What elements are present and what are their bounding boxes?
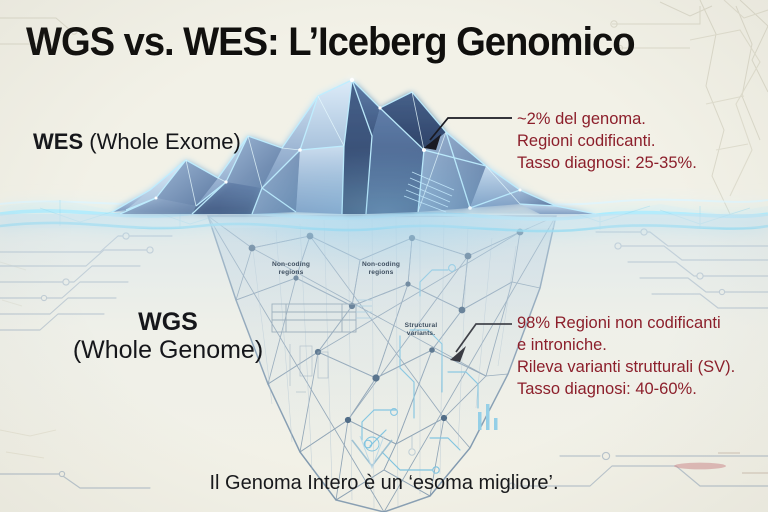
callout-wgs-line-3: Rileva varianti strutturali (SV). xyxy=(517,357,736,376)
callout-wgs-line-2: e introniche. xyxy=(517,335,607,354)
label-noncoding-regions-left: Non-coding regions xyxy=(271,261,311,277)
label-wes-expansion: (Whole Exome) xyxy=(83,129,241,154)
callout-wes: ~2% del genoma. Regioni codificanti. Tas… xyxy=(517,109,697,175)
label-wgs-expansion: (Whole Genome) xyxy=(72,336,264,364)
label-noncoding-regions-right: Non-coding regions xyxy=(361,261,401,277)
callout-wes-line-2: Regioni codificanti. xyxy=(517,131,656,150)
label-wes-abbrev: WES xyxy=(33,129,84,154)
label-wgs-abbrev: WGS xyxy=(138,308,198,336)
callout-wgs-line-4: Tasso diagnosi: 40-60%. xyxy=(517,379,697,398)
callout-leader-top xyxy=(424,117,512,150)
callout-wgs-line-1: 98% Regioni non codificanti xyxy=(517,314,721,332)
callout-wgs: 98% Regioni non codificanti e introniche… xyxy=(517,313,735,401)
label-structural-variants: Structural variants. xyxy=(404,322,438,338)
label-wgs: WGS (Whole Genome) xyxy=(52,308,284,364)
callout-wes-line-3: Tasso diagnosi: 25-35%. xyxy=(517,153,697,172)
page-title: WGS vs. WES: L’Iceberg Genomico xyxy=(26,20,636,64)
footer-caption: Il Genoma Intero è un ‘esoma migliore’. xyxy=(209,472,559,494)
iceberg-peak xyxy=(111,77,597,215)
label-wes: WES (Whole Exome) xyxy=(33,129,241,155)
callout-wes-line-1: ~2% del genoma. xyxy=(517,110,646,128)
